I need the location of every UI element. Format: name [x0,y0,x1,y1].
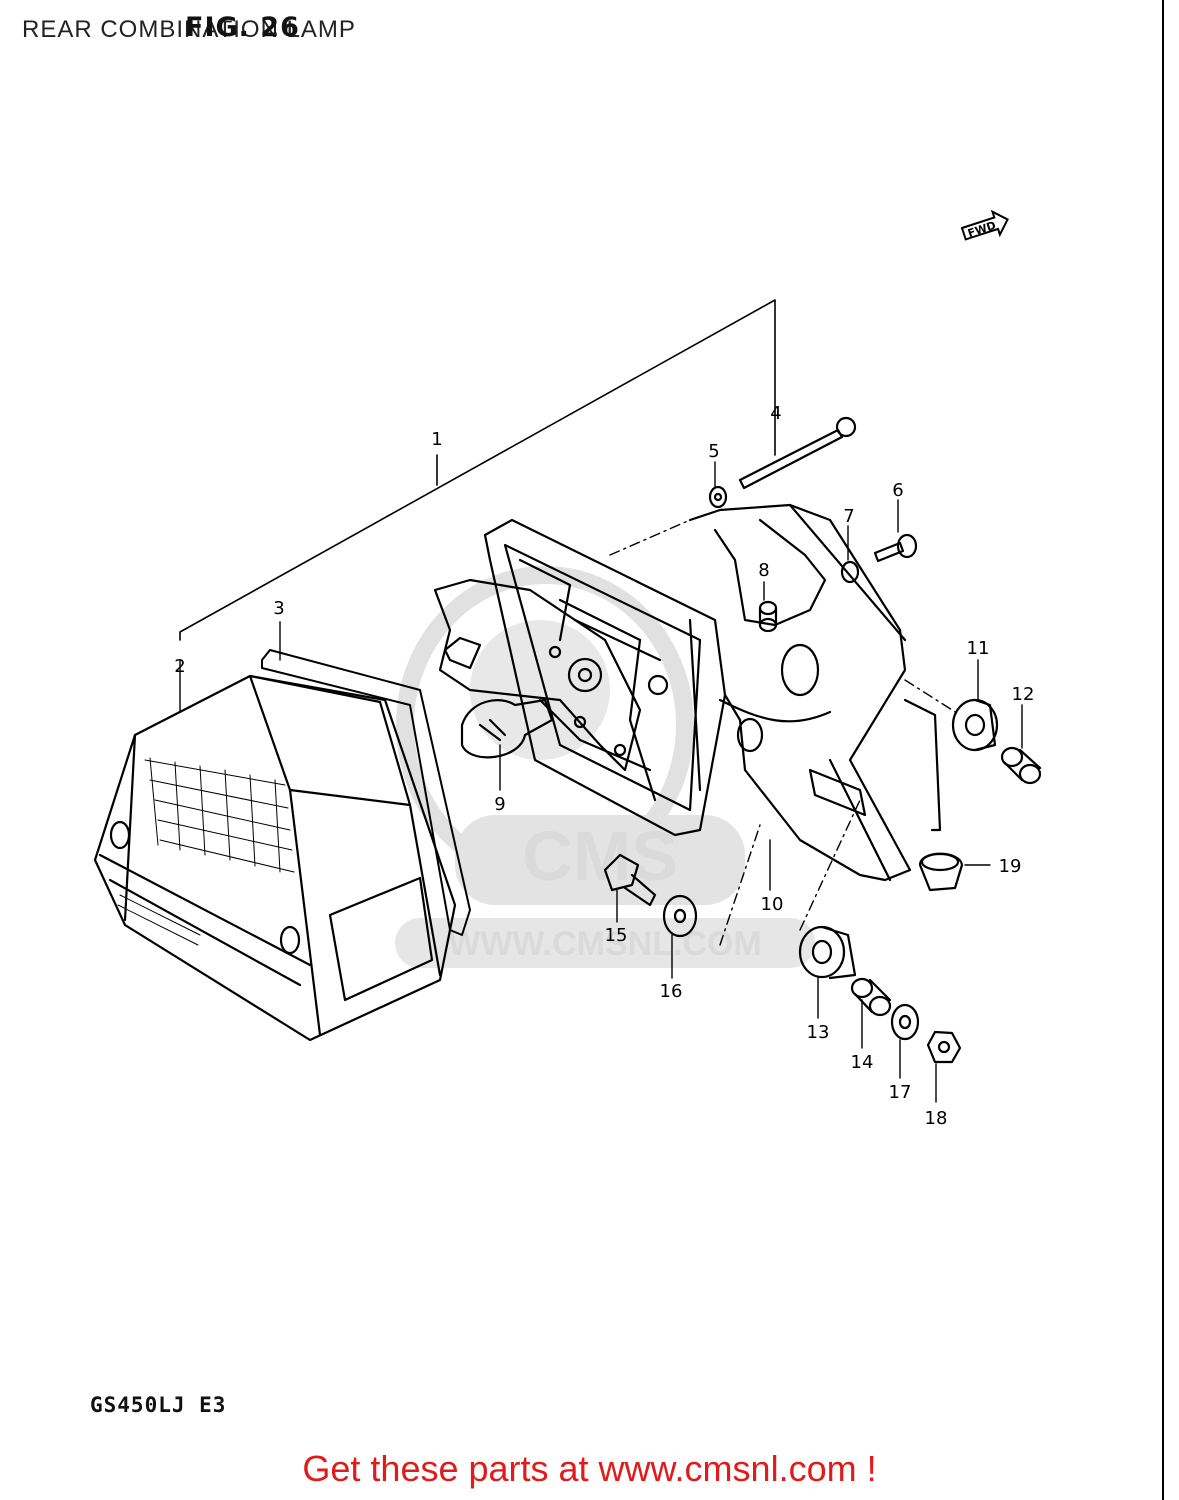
gasket [261,649,471,936]
callout-10: 10 [761,894,784,915]
watermark-logo: CMS [522,817,678,895]
watermark: CMS WWW.CMSNL.COM [395,566,815,968]
nut-18 [926,1030,962,1064]
nut-19 [918,852,964,892]
callout-9: 9 [494,794,505,815]
grommet-11 [951,698,999,752]
watermark-url: WWW.CMSNL.COM [448,925,762,963]
washer-16 [662,894,698,938]
grommet-13 [798,925,857,980]
callouts: 1 2 3 4 5 6 7 8 9 10 11 12 13 14 15 16 1… [174,403,1034,1129]
page-title: REAR COMBINATION LAMP [22,16,356,43]
callout-11: 11 [967,638,990,659]
callout-19: 19 [999,856,1022,877]
long-bolt [738,416,857,490]
screw-6 [873,533,918,563]
leader-lines [179,461,1023,1103]
callout-3: 3 [273,598,284,619]
callout-15: 15 [605,925,628,946]
assembly-leader-1 [179,299,776,641]
lamp-housing [433,518,727,837]
collar-14 [850,977,892,1017]
callout-16: 16 [660,981,683,1002]
callout-17: 17 [889,1082,912,1103]
figure-number: FIG. 26 [185,12,300,43]
callout-14: 14 [851,1052,874,1073]
callout-18: 18 [925,1108,948,1129]
mounting-bracket [688,503,942,882]
callout-1: 1 [431,429,442,450]
collar-12 [1000,746,1042,785]
callout-12: 12 [1012,684,1035,705]
spacer-8 [758,600,778,633]
callout-13: 13 [807,1022,830,1043]
cta-link[interactable]: Get these parts at www.cmsnl.com ! [302,1448,877,1489]
fwd-label: FWD [966,219,997,240]
bulb [443,636,554,759]
washer-17 [890,1003,920,1041]
fwd-arrow: FWD [960,209,1009,241]
callout-2: 2 [174,656,185,677]
bolt-15 [603,853,657,907]
model-code: GS450LJ E3 [90,1393,227,1417]
lamp-lens [93,674,457,1042]
washer-5 [708,485,728,509]
callout-4: 4 [770,403,781,424]
page-border [1162,0,1164,1500]
washer-7 [840,560,860,584]
callout-7: 7 [843,506,854,527]
callout-8: 8 [758,560,769,581]
callout-6: 6 [892,480,903,501]
callout-5: 5 [708,441,719,462]
